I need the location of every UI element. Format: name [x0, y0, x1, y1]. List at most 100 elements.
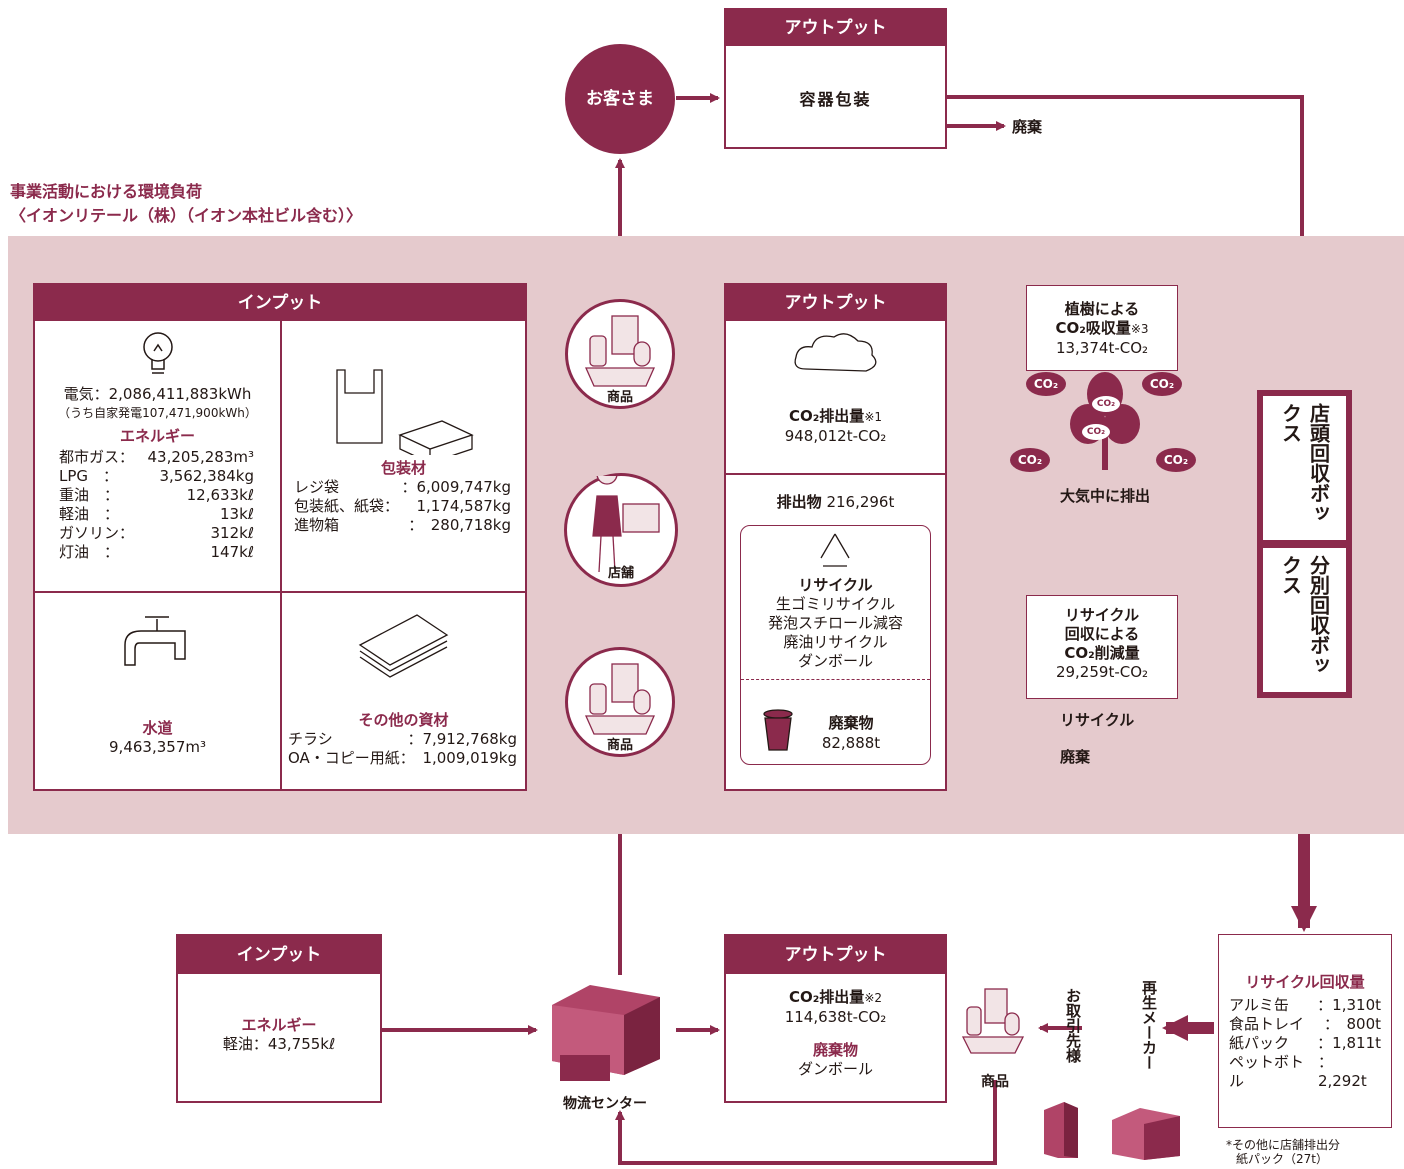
waste-value: 82,888t	[821, 734, 881, 752]
waste-arrow-label: 廃棄	[1060, 748, 1091, 766]
note-line1: *その他に店舗排出分	[1226, 1138, 1341, 1152]
sorted-collection-box: 分別回収ボックス	[1263, 548, 1346, 692]
logistics-energy-title: エネルギー	[241, 1016, 317, 1034]
logistics-co2-label: CO₂排出量	[788, 988, 865, 1006]
section-title: 事業活動における環境負荷 〈イオンリテール（株）（イオン本社ビル含む）〉	[10, 180, 362, 228]
recycle-collection-note: *その他に店舗排出分 紙パック（27t）	[1226, 1138, 1340, 1166]
maker-label: 再生メーカー	[1140, 980, 1158, 1070]
input-divider-v	[280, 321, 282, 791]
goods-icon	[584, 315, 656, 387]
co2-badge: CO₂	[1156, 448, 1196, 472]
note-line2: 紙パック（27t）	[1236, 1152, 1328, 1166]
atmosphere-label: 大気中に排出	[1060, 487, 1151, 505]
logistics-waste-title: 廃棄物	[812, 1041, 858, 1059]
partner-label: お取引先様	[1064, 988, 1082, 1063]
section-title-line2: 〈イオンリテール（株）（イオン本社ビル含む）〉	[10, 206, 363, 225]
logistics-center-icon	[552, 985, 660, 1081]
top-output-box: アウトプット 容器包装	[724, 8, 947, 149]
tree-note: ※3	[1130, 322, 1149, 336]
goods-icon	[961, 988, 1025, 1054]
output-box: アウトプット CO₂排出量※1 948,012t-CO₂ 排出物 216,296…	[724, 283, 947, 791]
co2-badge: CO₂	[1010, 448, 1050, 472]
logistics-input-box: インプット エネルギー 軽油：43,755kℓ	[176, 934, 382, 1103]
recycle-title: リサイクル	[798, 576, 873, 594]
co2-badge: CO₂	[1026, 372, 1066, 396]
output-header: アウトプット	[726, 285, 945, 321]
water-title: 水道	[142, 719, 173, 737]
co2-badge-tree: CO₂	[1092, 396, 1120, 412]
packaging-row: レジ袋：6,009,747kg	[294, 478, 511, 496]
goods-circle-bottom: 商品	[565, 647, 675, 757]
energy-list: 都市ガス：43,205,283m³ LPG ：3,562,384kg 重油 ：1…	[35, 446, 280, 562]
input-header: インプット	[35, 285, 525, 321]
waste-label: 廃棄物	[828, 714, 874, 732]
top-waste-label: 廃棄	[1012, 118, 1043, 136]
co2-note: ※1	[864, 410, 883, 424]
logistics-output-header: アウトプット	[726, 936, 945, 974]
shopper-icon	[592, 463, 660, 573]
energy-row: 重油 ：12,633kℓ	[59, 486, 254, 504]
co2-value: 948,012t-CO₂	[784, 427, 887, 445]
container-packaging-label: 容器包装	[799, 90, 872, 109]
other-row: OA・コピー用紙：1,009,019kg	[288, 749, 517, 767]
emission-value: 216,296t	[826, 493, 895, 511]
reduction-value: 29,259t-CO₂	[1055, 663, 1149, 681]
recycle-item: ダンボール	[797, 652, 873, 670]
logistics-center-label: 物流センター	[563, 1096, 647, 1112]
packaging-row: 進物箱： 280,718kg	[294, 516, 511, 534]
packaging-row: 包装紙、紙袋：1,174,587kg	[294, 497, 511, 515]
reduction-line1: リサイクル	[1064, 606, 1140, 624]
recycle-dash-divider	[741, 679, 930, 680]
logistics-waste-value: ダンボール	[797, 1060, 873, 1078]
goods-circle-top: 商品	[565, 299, 675, 409]
customer-circle: お客さま	[565, 44, 675, 154]
tree-title-2: CO₂吸収量	[1055, 319, 1131, 337]
store-collection-box: 店頭回収ボックス	[1263, 396, 1346, 540]
logistics-output-box: アウトプット CO₂排出量※2 114,638t-CO₂ 廃棄物 ダンボール	[724, 934, 947, 1103]
self-generation-value: （うち自家発電107,471,900kWh）	[58, 406, 257, 420]
logistics-energy-value: 軽油：43,755kℓ	[222, 1035, 336, 1053]
recycle-collection-title: リサイクル回収量	[1245, 973, 1365, 991]
recycle-item: 廃油リサイクル	[783, 633, 888, 651]
logistics-input-header: インプット	[178, 936, 380, 974]
cloud-icon	[794, 333, 877, 372]
tree-value: 13,374t-CO₂	[1055, 339, 1149, 357]
energy-row: LPG ：3,562,384kg	[59, 467, 254, 485]
packaging-title: 包装材	[380, 459, 426, 477]
logistics-co2-value: 114,638t-CO₂	[784, 1008, 887, 1026]
energy-title: エネルギー	[119, 427, 195, 445]
energy-row: 灯油 ：147kℓ	[59, 543, 254, 561]
co2-badge: CO₂	[1142, 372, 1182, 396]
store-circle: 店舗	[564, 463, 678, 587]
recycle-collection-row: 紙パック：1,811t	[1229, 1034, 1381, 1052]
output-divider	[726, 473, 945, 475]
co2-badge-tree: CO₂	[1082, 424, 1110, 440]
goods-label-bottom-right: 商品	[981, 1074, 1009, 1090]
other-row: チラシ：7,912,768kg	[288, 730, 517, 748]
tree-absorption-box: 植樹による CO₂吸収量※3 13,374t-CO₂	[1026, 285, 1178, 371]
lightbulb-icon	[143, 332, 173, 374]
recycle-arrow-label: リサイクル	[1060, 711, 1135, 729]
goods-icon	[584, 663, 656, 735]
paper-stack-icon	[358, 614, 449, 678]
energy-row: ガソリン：312kℓ	[59, 524, 254, 542]
trash-can-icon	[763, 709, 793, 751]
energy-row: 都市ガス：43,205,283m³	[59, 448, 254, 466]
logistics-co2-note: ※2	[864, 991, 883, 1005]
recycle-icon	[820, 533, 850, 567]
store-label: 店舗	[607, 566, 634, 581]
goods-label-bottom: 商品	[606, 738, 633, 753]
collection-boxes: 店頭回収ボックス 分別回収ボックス	[1257, 390, 1352, 698]
recycle-panel: リサイクル 生ゴミリサイクル 発泡スチロール減容 廃油リサイクル ダンボール 廃…	[740, 525, 931, 765]
emission-label: 排出物	[776, 493, 822, 511]
goods-label-top: 商品	[606, 390, 633, 405]
top-output-header: アウトプット	[726, 10, 945, 46]
section-title-line1: 事業活動における環境負荷	[10, 182, 203, 201]
energy-row: 軽油 ：13kℓ	[59, 505, 254, 523]
recycle-collection-row: アルミ缶：1,310t	[1229, 996, 1381, 1014]
recycle-collection-row: ペットボトル：2,292t	[1229, 1053, 1367, 1090]
electricity-value: 電気：2,086,411,883kWh	[63, 385, 252, 403]
tree-icon	[1070, 372, 1140, 470]
other-materials-title: その他の資材	[358, 711, 449, 729]
recycle-reduction-box: リサイクル 回収による CO₂削減量 29,259t-CO₂	[1026, 595, 1178, 699]
